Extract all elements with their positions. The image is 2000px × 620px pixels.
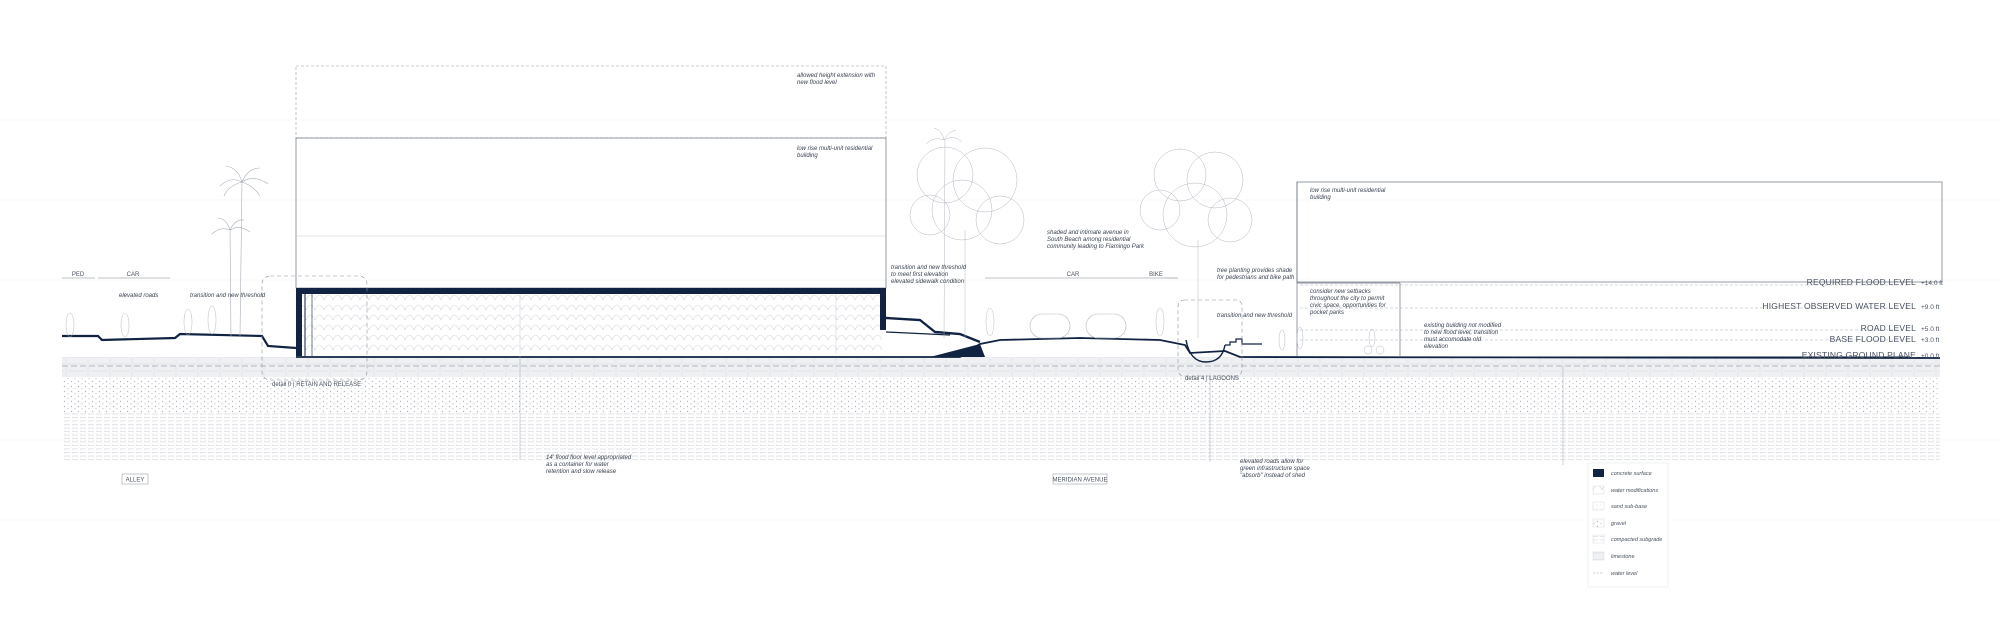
zone-bike: BIKE	[1149, 272, 1163, 278]
street-label-alley: ALLEY	[126, 478, 145, 484]
right-building	[1296, 181, 1943, 356]
level-name-4: EXISTING GROUND PLANE	[1802, 350, 1916, 360]
limestone-swatch	[1592, 551, 1605, 561]
ground-strata	[62, 357, 1940, 461]
level-name-0: REQUIRED FLOOD LEVEL	[1807, 277, 1916, 287]
legend-label-3: gravel	[1611, 521, 1627, 527]
people-figures	[65, 305, 1385, 355]
leader-lines	[519, 356, 1564, 465]
level-value-2: +5.0 ft	[1921, 326, 1939, 333]
legend: concrete surface water modifications san…	[1587, 462, 1669, 588]
detail-lagoons-label: detail 4 | LAGOONS	[1185, 376, 1239, 382]
legend-label-1: water modifications	[1611, 488, 1658, 494]
palm-trees-left	[211, 165, 269, 337]
detail-retain-label: detail 0 | RETAIN AND RELEASE	[272, 382, 361, 388]
left-building	[295, 65, 887, 356]
note-transition-left: transition and new threshold	[190, 293, 266, 299]
legend-label-4: compacted subgrade	[1611, 537, 1662, 543]
lagoon-detail	[1177, 299, 1262, 377]
level-value-4: +0.0 ft	[1921, 353, 1939, 360]
level-labels: REQUIRED FLOOD LEVEL +14.0 ft HIGHEST OB…	[1762, 277, 1943, 360]
level-value-1: +9.0 ft	[1921, 304, 1939, 311]
street-labels: ALLEY MERIDIAN AVENUE	[121, 473, 1108, 485]
zone-car-mid: CAR	[1067, 272, 1080, 278]
level-name-3: BASE FLOOD LEVEL	[1830, 334, 1916, 344]
concrete-swatch	[1593, 469, 1604, 477]
cars	[1029, 313, 1127, 339]
legend-label-6: water level	[1611, 571, 1638, 577]
level-name-2: ROAD LEVEL	[1861, 323, 1916, 333]
gravel-swatch	[1592, 518, 1605, 528]
level-lines	[1300, 284, 1910, 358]
note-transition-mid: transition and new threshold	[1217, 313, 1293, 319]
zone-labels: PED CAR CAR BIKE	[72, 272, 1163, 278]
tree-left-canopy	[909, 127, 1025, 339]
zone-ped: PED	[72, 272, 85, 278]
sand-swatch	[1592, 501, 1605, 511]
level-name-1: HIGHEST OBSERVED WATER LEVEL	[1762, 301, 1916, 311]
tree-right-canopy	[1139, 148, 1253, 338]
level-value-0: +14.0 ft	[1921, 280, 1943, 287]
level-value-3: +3.0 ft	[1921, 337, 1939, 344]
subgrade-swatch	[1592, 534, 1605, 544]
water-mod-swatch	[1592, 485, 1605, 495]
sidewalk-wedge	[930, 344, 985, 357]
legend-label-0: concrete surface	[1611, 471, 1652, 477]
zone-car-left: CAR	[127, 272, 140, 278]
legend-label-5: limestone	[1611, 554, 1635, 560]
note-elevated-roads: elevated roads	[119, 293, 158, 299]
detail-0-frame	[261, 275, 368, 381]
legend-label-2: sand sub-base	[1611, 504, 1647, 510]
street-label-meridian: MERIDIAN AVENUE	[1053, 478, 1108, 484]
